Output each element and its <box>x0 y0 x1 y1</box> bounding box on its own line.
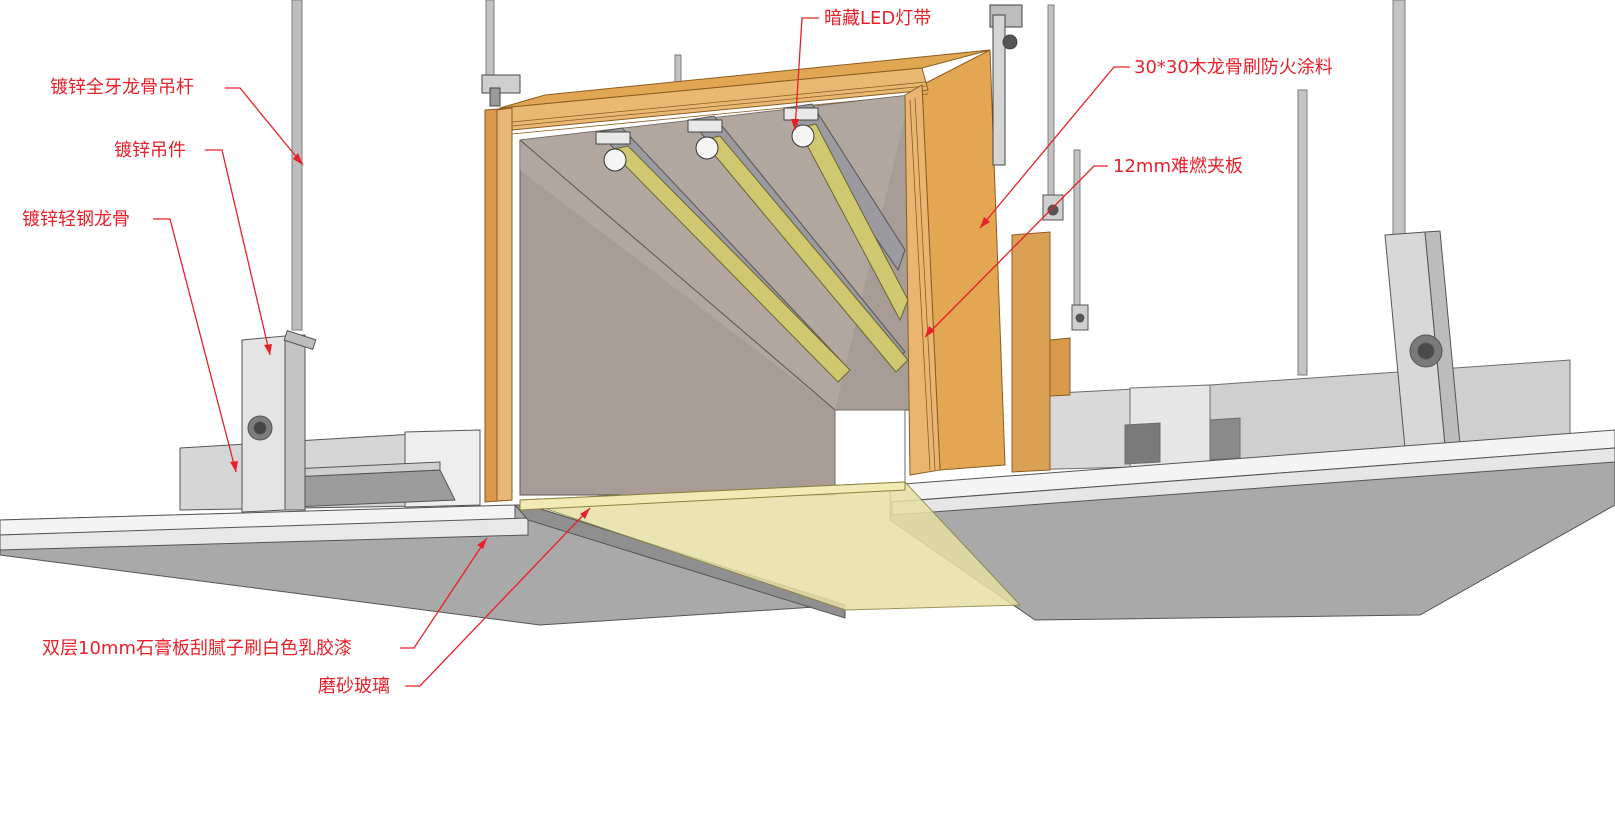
led-strips <box>595 103 909 383</box>
callout-lines <box>153 17 1130 687</box>
gypsum-boards <box>0 429 1615 626</box>
right-plywood-panels <box>1011 231 1071 473</box>
callout-arrowheads <box>230 119 990 549</box>
plywood-label: 12mm难燃夹板 <box>1113 156 1243 177</box>
hanger-clip-label: 镀锌吊件 <box>114 140 186 161</box>
right-keel-blocks <box>1019 359 1571 471</box>
wood-keel-label: 30*30木龙骨刷防火涂料 <box>1134 57 1333 78</box>
hanger-rod <box>291 0 303 331</box>
light-steel-keel-label: 镀锌轻钢龙骨 <box>22 209 130 230</box>
hanger-rod <box>1047 4 1055 206</box>
hanger-rod <box>1073 149 1081 311</box>
small-hanger-clips <box>1042 194 1089 331</box>
gypsum-board-label: 双层10mm石膏板刮腻子刷白色乳胶漆 <box>42 638 352 659</box>
hanger-rod <box>1392 0 1406 236</box>
frosted-glass <box>519 481 1022 611</box>
right-hanger-bracket <box>1384 230 1461 449</box>
led-strip <box>783 103 909 322</box>
led-strip <box>687 115 909 373</box>
frosted-glass-label: 磨砂玻璃 <box>318 676 390 697</box>
hanger-rod <box>1297 89 1308 376</box>
hanger-rod <box>674 54 682 86</box>
hidden-led-label: 暗藏LED灯带 <box>824 8 932 29</box>
hanger-rod-label: 镀锌全牙龙骨吊杆 <box>50 77 194 98</box>
led-strip <box>595 127 851 383</box>
box-hanger-clips <box>481 4 1023 166</box>
hanger-rod <box>485 0 495 81</box>
hanger-rods <box>291 0 1406 376</box>
left-keel-assembly <box>179 329 481 513</box>
